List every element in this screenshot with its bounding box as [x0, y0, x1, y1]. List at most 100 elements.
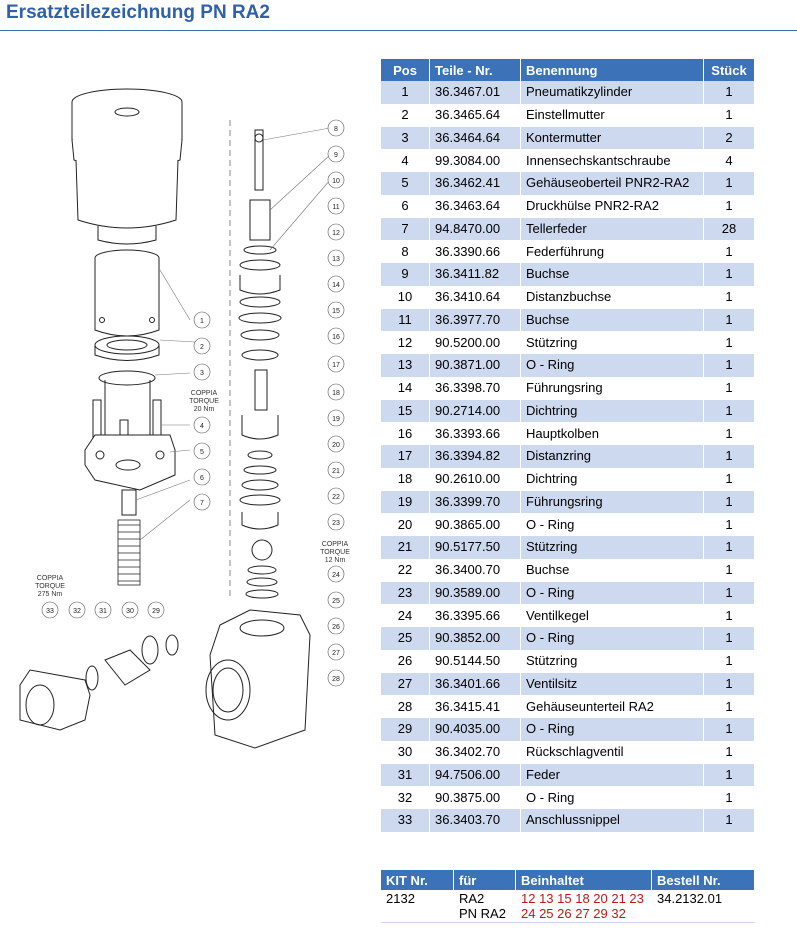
title-underline — [0, 30, 797, 31]
cell-name: Anschlussnippel — [520, 809, 704, 832]
cell-name: O - Ring — [520, 581, 704, 605]
svg-text:TORQUE: TORQUE — [189, 398, 219, 405]
cell-name: O - Ring — [520, 786, 704, 809]
callout-31: 31 — [99, 608, 107, 615]
cell-qty: 1 — [703, 240, 755, 263]
cell-qty: 1 — [703, 672, 755, 696]
cell-pos: 18 — [381, 467, 430, 491]
cell-part-no: 36.3398.70 — [429, 376, 521, 400]
cell-qty: 1 — [703, 740, 755, 764]
cell-pos: 24 — [381, 604, 430, 627]
cell-pos: 20 — [381, 513, 430, 536]
cell-part-no: 99.3084.00 — [429, 149, 521, 172]
cell-qty: 1 — [703, 376, 755, 400]
cell-pos: 28 — [381, 695, 430, 718]
callout-25: 25 — [332, 598, 340, 605]
svg-text:TORQUE: TORQUE — [320, 549, 350, 556]
cell-qty: 1 — [703, 786, 755, 809]
header-pos: Pos — [381, 59, 430, 81]
torque-note-275nm: COPPIA TORQUE 275 Nm — [35, 575, 65, 598]
parts-table: Pos Teile - Nr. Benennung Stück 1 36.3467… — [381, 59, 755, 832]
callout-3: 3 — [200, 370, 204, 377]
kit-contains: 12 13 15 18 20 21 23 24 25 26 27 29 32 — [515, 890, 652, 923]
cell-pos: 30 — [381, 740, 430, 764]
cell-qty: 1 — [703, 695, 755, 718]
cell-pos: 23 — [381, 581, 430, 605]
lower-housing — [205, 609, 311, 749]
cell-name: Kontermutter — [520, 126, 704, 150]
cell-name: Federführung — [520, 240, 704, 263]
cell-name: Stützring — [520, 649, 704, 673]
header-order-no: Bestell Nr. — [651, 870, 755, 890]
callout-26: 26 — [332, 624, 340, 631]
header-part-no: Teile - Nr. — [429, 59, 521, 81]
cell-qty: 1 — [703, 399, 755, 423]
cell-name: Distanzring — [520, 445, 704, 468]
callout-2: 2 — [200, 344, 204, 351]
callouts-right — [327, 119, 345, 687]
cell-name: Gehäuseunterteil RA2 — [520, 695, 704, 718]
cell-qty: 1 — [703, 513, 755, 536]
cell-part-no: 36.3402.70 — [429, 740, 521, 764]
cell-pos: 25 — [381, 627, 430, 650]
cell-name: Druckhülse PNR2-RA2 — [520, 194, 704, 218]
callout-28: 28 — [332, 676, 340, 683]
kit-number: 2132 — [381, 890, 454, 923]
callout-19: 19 — [332, 416, 340, 423]
cell-qty: 1 — [703, 763, 755, 787]
cell-name: Buchse — [520, 263, 704, 286]
svg-text:TORQUE: TORQUE — [35, 583, 65, 590]
cell-name: Buchse — [520, 558, 704, 582]
callout-33: 33 — [46, 608, 54, 615]
cell-qty: 1 — [703, 649, 755, 673]
cell-pos: 31 — [381, 763, 430, 787]
cell-qty: 1 — [703, 581, 755, 605]
cell-part-no: 36.3393.66 — [429, 422, 521, 445]
svg-text:COPPIA: COPPIA — [322, 541, 349, 548]
kit-contains-line2: 24 25 26 27 29 32 — [521, 906, 626, 921]
cell-name: Feder — [520, 763, 704, 787]
kit-for: RA2 PN RA2 — [453, 890, 516, 923]
cell-part-no: 90.2610.00 — [429, 467, 521, 491]
cell-qty: 1 — [703, 558, 755, 582]
cell-name: Stützring — [520, 536, 704, 559]
cell-pos: 14 — [381, 376, 430, 400]
cell-qty: 1 — [703, 263, 755, 286]
callout-8: 8 — [334, 126, 338, 133]
cell-part-no: 90.3865.00 — [429, 513, 521, 536]
cell-name: Tellerfeder — [520, 217, 704, 241]
callout-30: 30 — [126, 608, 134, 615]
callout-15: 15 — [332, 308, 340, 315]
parts-table-header: Pos Teile - Nr. Benennung Stück — [381, 59, 755, 81]
cell-qty: 1 — [703, 331, 755, 354]
cell-name: Buchse — [520, 308, 704, 332]
cell-part-no: 90.5177.50 — [429, 536, 521, 559]
cell-pos: 10 — [381, 285, 430, 309]
cell-part-no: 36.3411.82 — [429, 263, 521, 286]
cell-qty: 1 — [703, 467, 755, 491]
cell-part-no: 36.3463.64 — [429, 194, 521, 218]
cell-pos: 3 — [381, 126, 430, 150]
cell-qty: 1 — [703, 627, 755, 650]
cell-qty: 1 — [703, 422, 755, 445]
cell-pos: 19 — [381, 490, 430, 514]
callout-16: 16 — [332, 334, 340, 341]
cell-qty: 1 — [703, 604, 755, 627]
cell-part-no: 36.3467.01 — [429, 81, 521, 104]
cell-pos: 15 — [381, 399, 430, 423]
cell-qty: 1 — [703, 103, 755, 127]
cell-pos: 5 — [381, 172, 430, 195]
cell-pos: 16 — [381, 422, 430, 445]
header-kit-no: KIT Nr. — [381, 870, 454, 890]
svg-text:275 Nm: 275 Nm — [38, 591, 63, 598]
